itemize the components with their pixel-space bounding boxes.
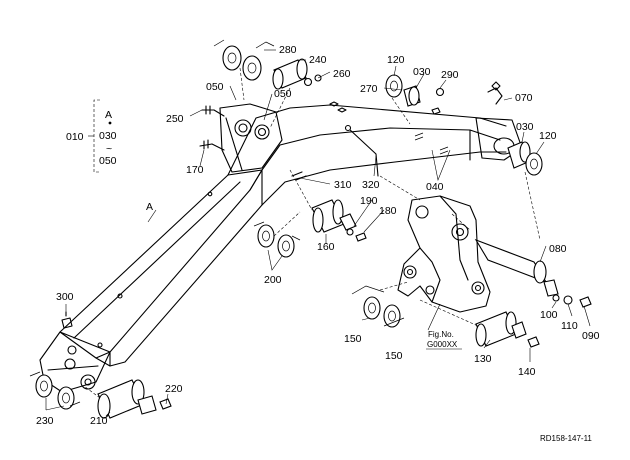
callout-200: 200: [264, 274, 282, 286]
callout-250: 250: [166, 113, 184, 125]
callout-190: 190: [360, 195, 378, 207]
part-100-110-090-hardware: [552, 294, 592, 308]
part-260-bolt: [303, 74, 322, 87]
part-250-fitting: [201, 105, 225, 117]
callout-210: 210: [90, 415, 108, 427]
callout-120-upper: 120: [387, 54, 405, 66]
fig-ref-line2: G000XX: [427, 340, 458, 349]
part-280-shims: [213, 39, 275, 81]
callout-labels: 280 240 260 050 050 250 170 120 030 290 …: [36, 44, 600, 443]
callout-310: 310: [334, 179, 352, 191]
part-310-320-clamp: [291, 124, 379, 181]
callout-140: 140: [518, 366, 536, 378]
callout-160: 160: [317, 241, 335, 253]
callout-050-left: 050: [206, 81, 224, 93]
group-range-sep: ~: [106, 143, 112, 155]
group-range-start: 030: [99, 130, 117, 142]
part-120-030-upper: [385, 74, 421, 107]
part-030-120-lower: [507, 141, 543, 176]
part-150-shims: [351, 285, 405, 328]
callout-150-left: 150: [344, 333, 362, 345]
part-200-shims: [253, 221, 301, 258]
part-290-270-hardware: [431, 87, 445, 115]
callout-280: 280: [279, 44, 297, 56]
callout-270: 270: [360, 83, 378, 95]
callout-300: 300: [56, 291, 74, 303]
part-140-bolt: [527, 336, 540, 348]
callout-150-bottom: 150: [385, 350, 403, 362]
callout-230: 230: [36, 415, 54, 427]
callout-320: 320: [362, 179, 380, 191]
callout-130: 130: [474, 353, 492, 365]
boom: [39, 101, 523, 393]
drawing-code: RD158-147-11: [540, 434, 592, 443]
callout-040: 040: [426, 181, 444, 193]
part-190-180-bolt: [346, 228, 367, 242]
leader-lines: [45, 49, 591, 417]
part-160-pin: [311, 199, 357, 233]
callout-220: 220: [165, 383, 183, 395]
part-220-bolt: [159, 398, 172, 410]
part-210-pin: [97, 379, 157, 419]
callout-100: 100: [540, 309, 558, 321]
group-prefix: 010: [66, 131, 84, 143]
callout-180: 180: [379, 205, 397, 217]
part-230-shims: [29, 371, 81, 410]
fig-ref-line1: Fig.No.: [428, 330, 454, 339]
callout-030-upper: 030: [413, 66, 431, 78]
part-130-pin: [475, 311, 527, 347]
callout-090: 090: [582, 330, 600, 342]
group-note-bracket: [88, 99, 112, 173]
callout-050-right: 050: [274, 88, 292, 100]
callout-110: 110: [561, 320, 578, 332]
boom-marker: A: [146, 201, 153, 213]
callout-070: 070: [515, 92, 533, 104]
callout-260: 260: [333, 68, 351, 80]
part-080-pin: [474, 238, 559, 297]
group-range-end: 050: [99, 155, 117, 167]
part-170-fitting: [199, 139, 225, 151]
part-070-fitting: [487, 81, 503, 105]
callout-120-lower: 120: [539, 130, 557, 142]
group-ref-letter: A: [105, 109, 112, 121]
boom-bracket: [397, 195, 491, 313]
callout-240: 240: [309, 54, 327, 66]
callout-170: 170: [186, 164, 204, 176]
callout-030-lower: 030: [516, 121, 534, 133]
callout-290: 290: [441, 69, 459, 81]
part-240-pin: [272, 58, 308, 90]
callout-080: 080: [549, 243, 567, 255]
